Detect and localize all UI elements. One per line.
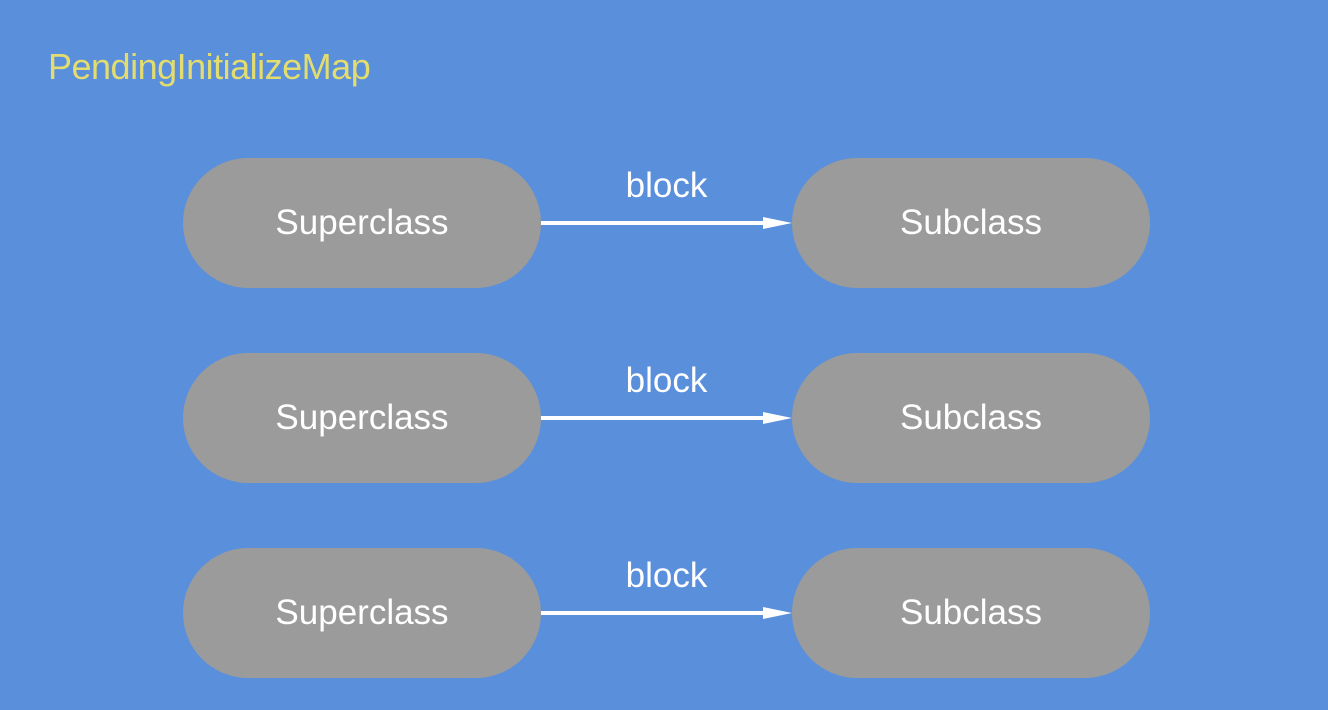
mapping-row: Superclass block Subclass <box>0 353 1328 483</box>
superclass-node: Superclass <box>183 353 541 483</box>
subclass-node: Subclass <box>792 548 1150 678</box>
map-title: PendingInitializeMap <box>48 46 371 87</box>
subclass-node: Subclass <box>792 158 1150 288</box>
edge-label: block <box>625 166 708 205</box>
arrow <box>541 412 792 424</box>
mapping-row: Superclass block Subclass <box>0 158 1328 288</box>
edge-label: block <box>625 361 708 400</box>
superclass-node: Superclass <box>183 158 541 288</box>
arrow <box>541 217 792 229</box>
mapping-row: Superclass block Subclass <box>0 548 1328 678</box>
arrow <box>541 607 792 619</box>
superclass-node: Superclass <box>183 548 541 678</box>
subclass-node: Subclass <box>792 353 1150 483</box>
edge-label: block <box>625 556 708 595</box>
